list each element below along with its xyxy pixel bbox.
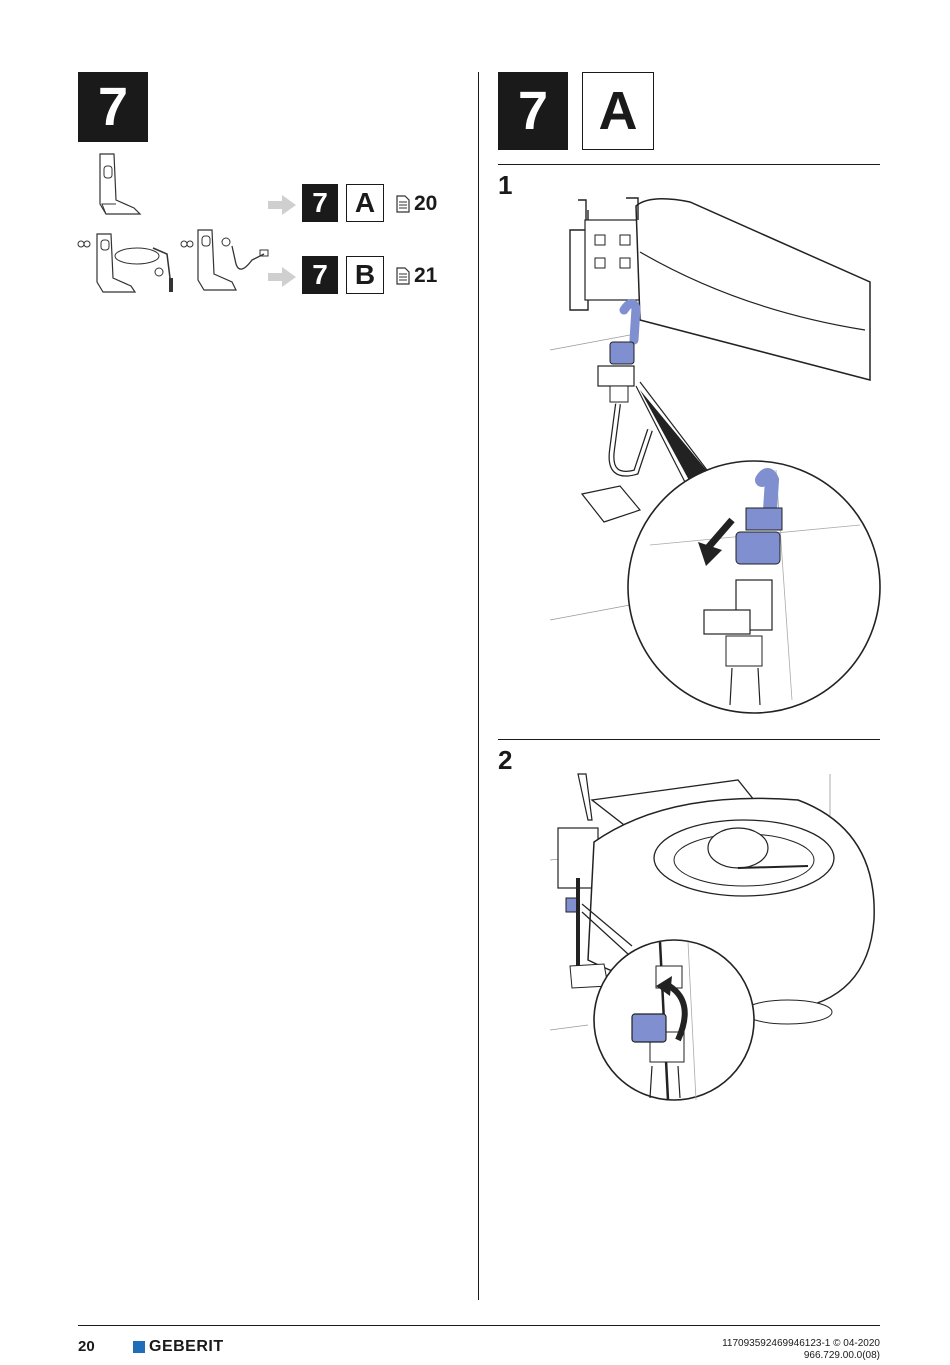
substep-2-rule [498,739,880,740]
substep-2-number: 2 [498,745,513,775]
substep-1-number: 1 [498,170,513,200]
bracket-valve-kit-drawing [180,229,269,291]
option-a-page-ref: 20 [396,192,437,216]
bracket-hose-kit-drawing [77,233,173,293]
document-code: 966.729.00.0(08) [803,1350,880,1361]
right-step-badge: 7 [498,72,568,150]
arrow-right-icon [268,267,296,287]
document-page-icon [396,267,410,285]
brand-logo: GEBERIT [133,1338,224,1356]
main-step-badge: 7 [78,72,148,142]
option-a-page-number: 20 [414,192,438,215]
option-a-sub-badge: A [346,184,384,222]
substep-1-illustration [549,197,881,714]
mounting-bracket-drawing [99,153,142,215]
substep-1-rule [498,164,880,165]
option-a-step-badge: 7 [302,184,338,222]
arrow-right-icon [268,195,296,215]
substep-2-illustration [549,773,875,1101]
option-b-step-badge: 7 [302,256,338,294]
document-page-icon [396,195,410,213]
option-b-page-ref: 21 [396,264,437,288]
option-b-sub-badge: B [346,256,384,294]
option-b-page-number: 21 [414,264,438,287]
right-sub-badge: A [582,72,654,150]
column-divider [478,72,479,1300]
footer-rule [78,1325,880,1326]
document-id: 117093592469946123-1 © 04-2020 [722,1338,880,1349]
page-number: 20 [78,1338,95,1355]
document-identifiers: 117093592469946123-1 © 04-2020 966.729.0… [722,1338,880,1362]
brand-square-icon [133,1341,145,1353]
brand-name: GEBERIT [149,1338,224,1355]
